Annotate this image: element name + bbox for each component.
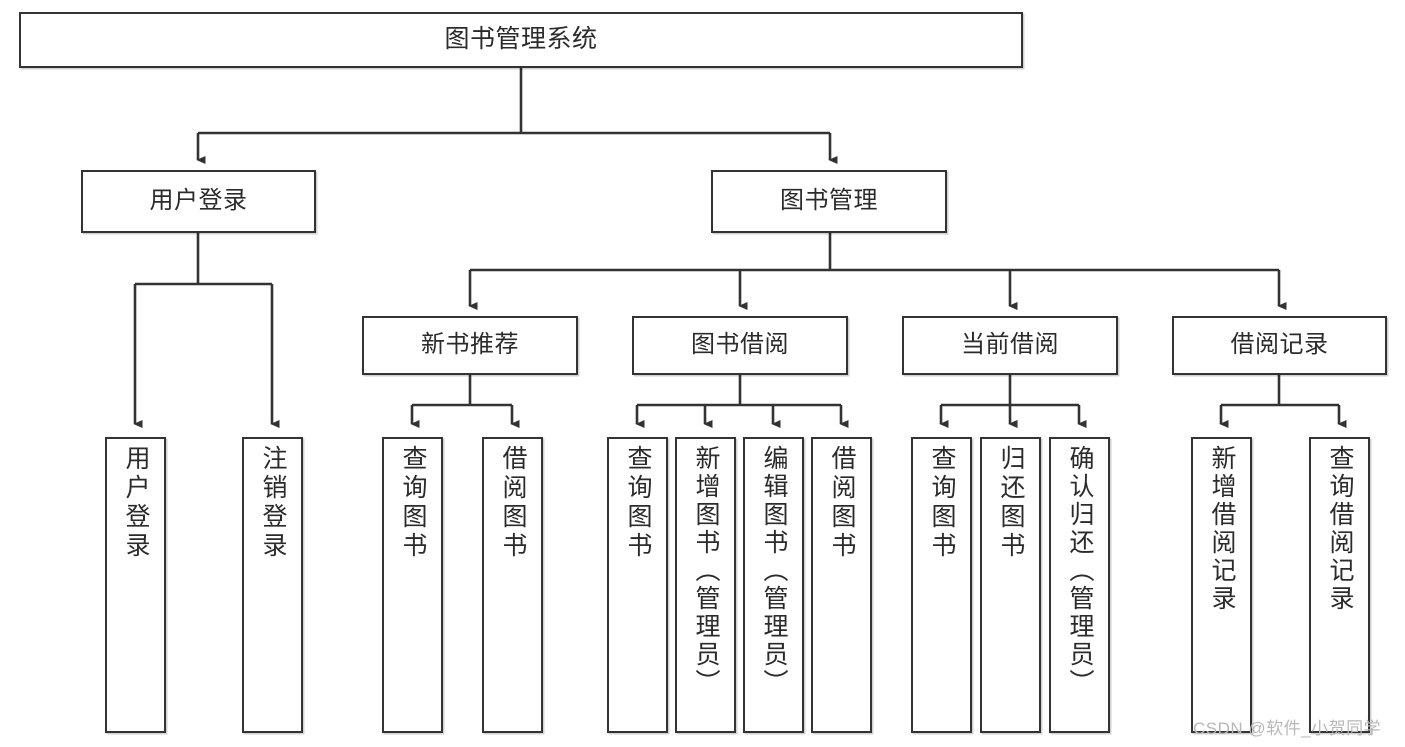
- leaf-current-return-book[interactable]: 归还图书: [980, 437, 1041, 733]
- node-label: 编辑图书（管理员）: [760, 445, 788, 697]
- leaf-current-confirm-return-admin[interactable]: 确认归还（管理员）: [1049, 437, 1110, 733]
- leaf-record-add-record[interactable]: 新增借阅记录: [1191, 437, 1252, 733]
- leaf-recommend-borrow-book[interactable]: 借阅图书: [482, 437, 543, 733]
- node-label: 注销登录: [259, 445, 287, 561]
- node-label: 新增图书（管理员）: [692, 445, 720, 697]
- node-label: 确认归还（管理员）: [1066, 445, 1094, 697]
- leaf-record-query-record[interactable]: 查询借阅记录: [1309, 437, 1370, 733]
- node-root-system[interactable]: 图书管理系统: [19, 12, 1023, 68]
- node-label: 新书推荐: [421, 331, 519, 359]
- node-label: 归还图书: [997, 445, 1025, 561]
- node-book-management[interactable]: 图书管理: [711, 170, 947, 233]
- leaf-current-query-book[interactable]: 查询图书: [911, 437, 972, 733]
- node-label: 新增借阅记录: [1208, 445, 1236, 613]
- node-label: 借阅记录: [1230, 331, 1329, 359]
- node-current-borrow[interactable]: 当前借阅: [902, 316, 1118, 375]
- csdn-watermark: CSDN @软件_小贺同学: [1193, 719, 1382, 738]
- leaf-user-login-signin[interactable]: 用户登录: [105, 437, 166, 733]
- node-new-book-recommend[interactable]: 新书推荐: [362, 316, 578, 375]
- leaf-borrow-query-book[interactable]: 查询图书: [607, 437, 668, 733]
- leaf-borrow-add-book-admin[interactable]: 新增图书（管理员）: [675, 437, 736, 733]
- node-label: 当前借阅: [961, 331, 1059, 359]
- leaf-recommend-query-book[interactable]: 查询图书: [382, 437, 443, 733]
- node-label: 查询图书: [928, 445, 956, 561]
- node-label: 查询图书: [624, 445, 652, 561]
- node-borrow-record[interactable]: 借阅记录: [1172, 316, 1387, 375]
- node-book-borrow[interactable]: 图书借阅: [632, 316, 848, 375]
- leaf-borrow-edit-book-admin[interactable]: 编辑图书（管理员）: [743, 437, 804, 733]
- node-label: 查询借阅记录: [1326, 445, 1354, 613]
- node-label: 借阅图书: [828, 445, 856, 561]
- node-label: 图书管理系统: [444, 25, 598, 54]
- leaf-borrow-borrow-book[interactable]: 借阅图书: [811, 437, 872, 733]
- node-label: 借阅图书: [499, 445, 527, 561]
- node-label: 图书借阅: [691, 331, 789, 359]
- node-label: 图书管理: [780, 187, 878, 215]
- leaf-user-login-signout[interactable]: 注销登录: [242, 437, 303, 733]
- node-label: 查询图书: [399, 445, 427, 561]
- node-label: 用户登录: [122, 445, 150, 561]
- node-user-login[interactable]: 用户登录: [81, 170, 316, 233]
- node-label: 用户登录: [149, 187, 248, 215]
